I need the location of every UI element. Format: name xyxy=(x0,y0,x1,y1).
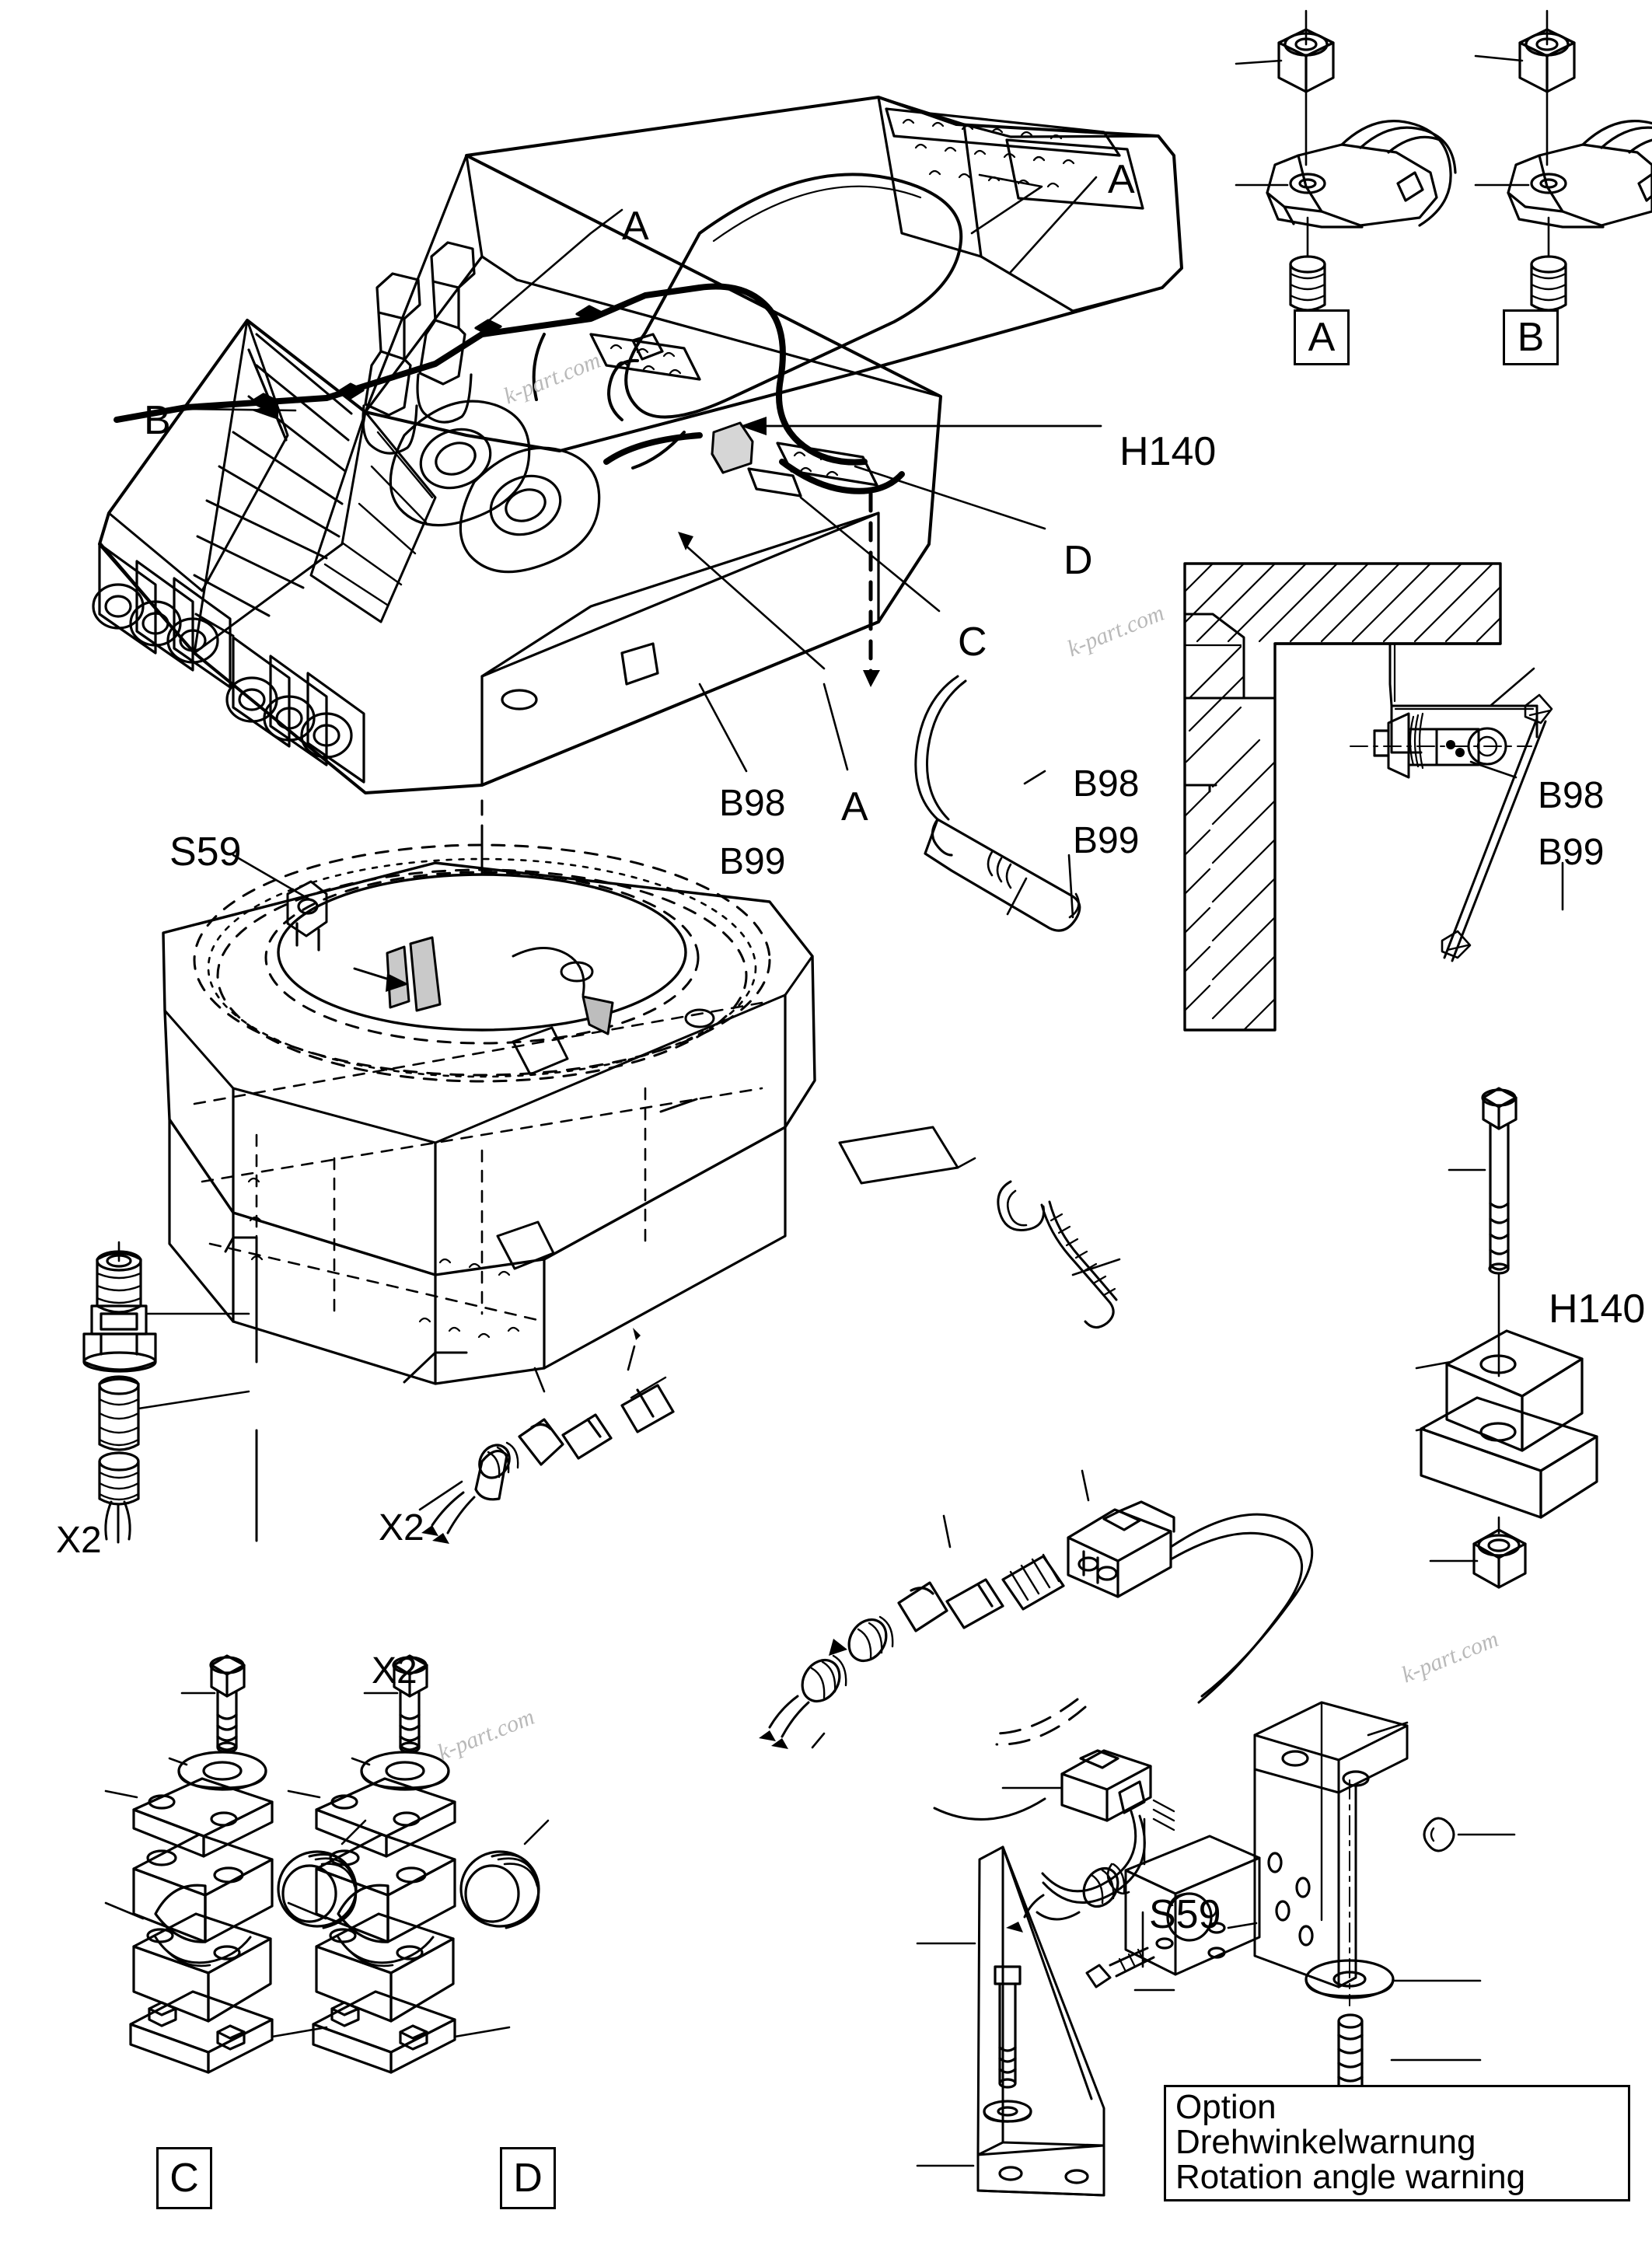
view-clamp-kit-c xyxy=(104,1654,367,2074)
view-sensor-b98 xyxy=(914,675,1081,932)
callout-a-top-left: A xyxy=(622,204,649,249)
callout-x2-lower: X2 xyxy=(372,1650,417,1692)
view-connector-x2-mid xyxy=(403,1328,675,1544)
view-clamp-kit-d xyxy=(287,1654,550,2074)
view-connector-x2-low xyxy=(759,1469,1314,1968)
option-line-1: Option xyxy=(1175,2088,1277,2126)
view-clamp-detail-a xyxy=(1235,9,1457,312)
callout-b98-frame: B98 xyxy=(719,783,786,824)
detail-label-d: D xyxy=(500,2147,556,2209)
callout-x2-left: X2 xyxy=(56,1520,102,1561)
view-section-view xyxy=(1183,562,1564,1032)
callout-b-left: B xyxy=(144,398,171,443)
detail-label-c: C xyxy=(156,2147,212,2209)
callout-a-top-right: A xyxy=(1108,157,1135,202)
option-note-box: Option Drehwinkelwarnung Rotation angle … xyxy=(1164,2085,1630,2201)
callout-b98-sensor: B98 xyxy=(1073,763,1140,805)
callout-d-main: D xyxy=(1063,538,1093,583)
option-line-3: Rotation angle warning xyxy=(1175,2157,1526,2196)
callout-h140-bolt: H140 xyxy=(1549,1287,1646,1332)
view-bolt-h140 xyxy=(1415,1087,1598,1589)
detail-label-a: A xyxy=(1294,309,1350,365)
callout-b98-section: B98 xyxy=(1538,775,1605,816)
view-swing-circle xyxy=(162,799,816,1385)
callout-c-main: C xyxy=(958,620,987,665)
callout-b99-frame: B99 xyxy=(719,841,786,882)
callout-b99-section: B99 xyxy=(1538,832,1605,873)
view-connector-x2-left xyxy=(82,1236,258,1544)
view-clamp-detail-b xyxy=(1474,9,1652,312)
view-main-upper-structure xyxy=(92,96,1183,794)
callout-a-frame: A xyxy=(841,784,868,829)
view-cable-tie xyxy=(838,1126,1121,1329)
callout-h140-main: H140 xyxy=(1119,429,1217,474)
detail-label-b: B xyxy=(1503,309,1559,365)
callout-x2-middle: X2 xyxy=(379,1507,424,1548)
callout-s59-swing: S59 xyxy=(169,829,242,875)
option-line-2: Drehwinkelwarnung xyxy=(1175,2122,1476,2161)
callout-s59-sensor: S59 xyxy=(1149,1892,1221,1937)
callout-b99-sensor: B99 xyxy=(1073,820,1140,861)
